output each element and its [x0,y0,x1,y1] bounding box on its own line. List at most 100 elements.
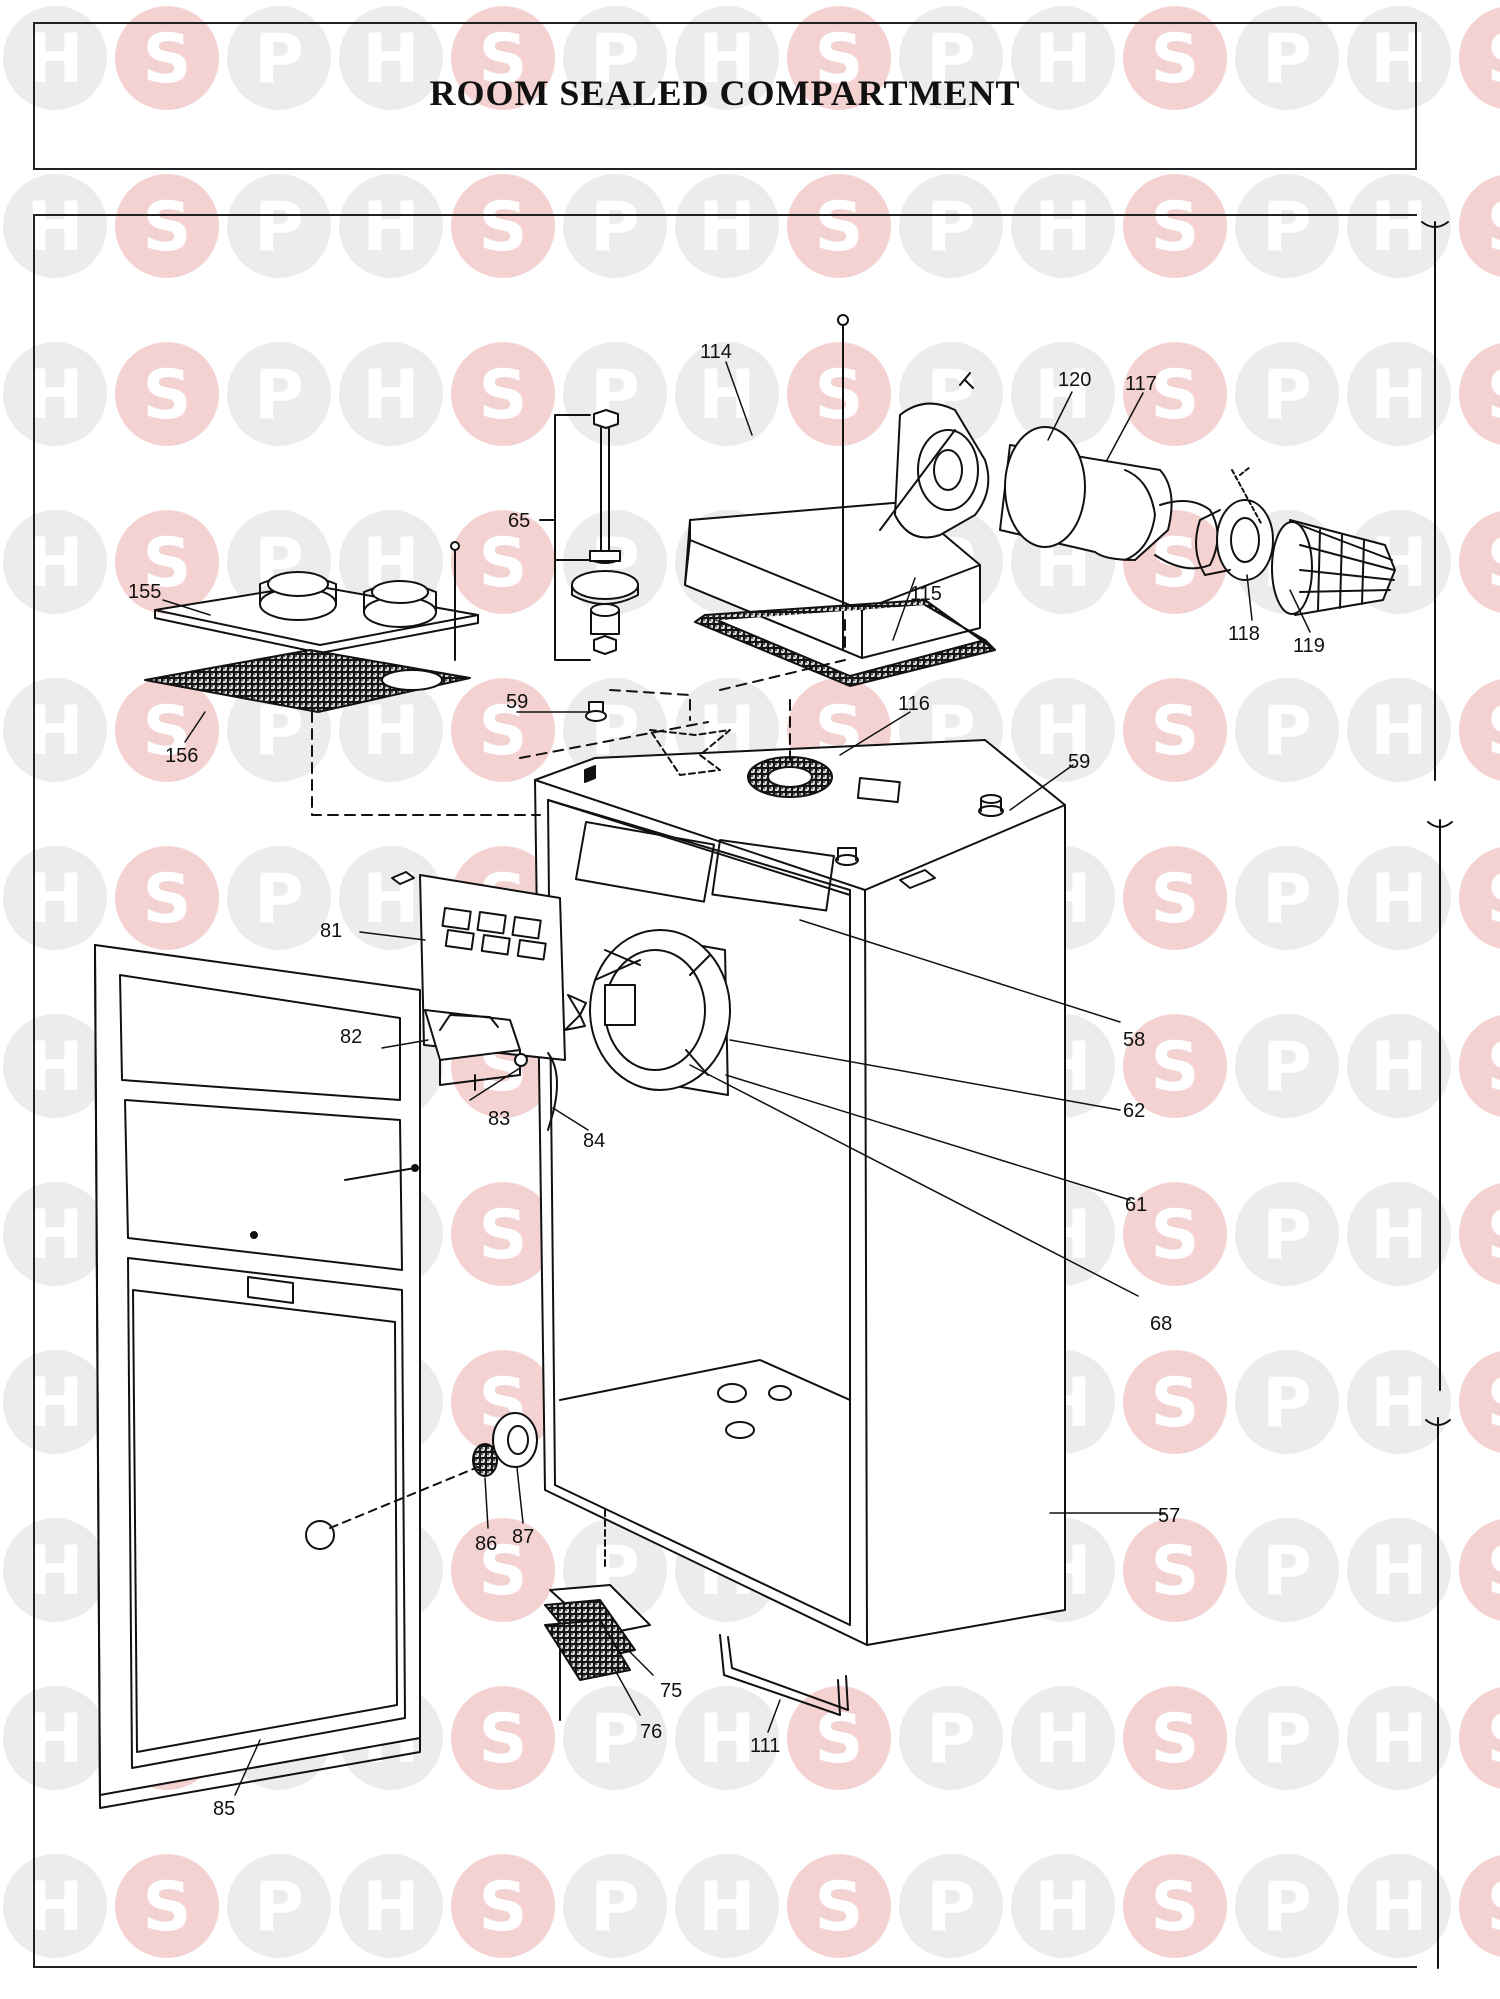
watermark-letter: S [479,188,528,267]
watermark-circle [227,846,331,950]
watermark-circle [3,6,107,110]
watermark-circle [675,6,779,110]
watermark-circle [1347,1686,1451,1790]
watermark-circle [1235,846,1339,950]
watermark-letter: S [815,1868,864,1947]
watermark-circle [451,510,555,614]
watermark-letter: P [254,20,304,99]
watermark-circle [3,510,107,614]
watermark-circle [1123,1014,1227,1118]
watermark-letter: H [363,860,420,939]
watermark-letter: H [27,692,84,771]
watermark-letter: H [363,356,420,435]
watermark-letter: P [926,1700,976,1779]
flue-elbow [879,372,990,539]
label-87: 87 [512,1526,534,1548]
watermark-circle [451,174,555,278]
watermark-letter: P [1262,1196,1312,1275]
watermark-circle [3,1854,107,1958]
bracket-bar-111 [719,1634,849,1716]
watermark-circle [1347,174,1451,278]
watermark-letter: H [1035,692,1092,771]
watermark-circle [1123,1518,1227,1622]
watermark-letter: H [363,20,420,99]
label-117: 117 [1125,373,1157,395]
watermark-circle [1347,1854,1451,1958]
watermark-letter: H [363,692,420,771]
label-114: 114 [700,341,732,363]
watermark-circle [1347,678,1451,782]
watermark-letter: H [27,524,84,603]
part-labels: 114 120 117 65 155 115 118 119 156 59 11… [128,341,1325,1820]
watermark-circle [1235,678,1339,782]
gasket-115 [694,599,996,687]
watermark-letter: S [1487,188,1500,267]
watermark-letter: H [363,188,420,267]
watermark-letter: S [1487,1868,1500,1947]
watermark-circle [899,6,1003,110]
watermark-circle [1123,1182,1227,1286]
watermark-circle [1235,1350,1339,1454]
watermark-circle [3,342,107,446]
watermark-letter: S [1487,860,1500,939]
watermark-circle [1235,342,1339,446]
watermark-letter: H [27,1364,84,1443]
watermark-letter: S [479,356,528,435]
watermark-letter: S [1487,356,1500,435]
watermark-letter: H [1035,1868,1092,1947]
watermark-letter: S [1151,1364,1200,1443]
watermark-circle [1123,1854,1227,1958]
watermark-letter: S [1487,1196,1500,1275]
watermark-letter: P [926,188,976,267]
watermark-letter: S [479,20,528,99]
watermark-letter: H [1371,356,1428,435]
watermark-circle [115,1854,219,1958]
watermark-letter: S [143,860,192,939]
watermark-circle [1235,1014,1339,1118]
sense-tube-84 [514,1052,558,1131]
watermark-circle [899,1854,1003,1958]
watermark-circle [899,174,1003,278]
watermark-circle [1123,1686,1227,1790]
watermark-letter: H [699,1868,756,1947]
grommet-59 [585,701,1004,866]
watermark-circle [3,1014,107,1118]
watermark-circle [1235,1854,1339,1958]
watermark-circle [675,1686,779,1790]
watermark-letter: S [1151,188,1200,267]
assembly-guides [311,619,846,816]
diagram-frame [33,214,1417,1968]
watermark-letter: S [815,20,864,99]
watermark-circle [1459,7,1500,109]
watermark-letter: S [143,20,192,99]
watermark-letter: H [27,20,84,99]
watermark-circle [787,1686,891,1790]
watermark-letter: P [926,1868,976,1947]
watermark-letter: P [590,20,640,99]
watermark-letter: P [1262,1028,1312,1107]
label-111: 111 [750,1735,780,1757]
watermark-circle [1011,342,1115,446]
watermark-circle [3,1182,107,1286]
watermark-letter: S [1151,1868,1200,1947]
watermark-letter: P [1262,1868,1312,1947]
watermark-letter: S [1151,1196,1200,1275]
right-margin-brackets [1421,221,1453,1969]
label-119: 119 [1293,635,1325,657]
watermark-circle [1459,1687,1500,1789]
watermark-letter: H [27,188,84,267]
fan-motor-62 [564,929,731,1096]
watermark-circle [787,6,891,110]
watermark-circle [115,510,219,614]
watermark-circle [227,1854,331,1958]
watermark-letter: P [254,860,304,939]
label-68: 68 [1150,1313,1172,1335]
label-155: 155 [128,581,161,603]
label-83: 83 [488,1108,510,1130]
watermark-letter: S [1487,1364,1500,1443]
watermark-letter: P [1262,692,1312,771]
watermark-letter: S [143,188,192,267]
flue-gasket-116 [747,756,833,798]
watermark-circle [1347,1350,1451,1454]
watermark-circle [1459,679,1500,781]
